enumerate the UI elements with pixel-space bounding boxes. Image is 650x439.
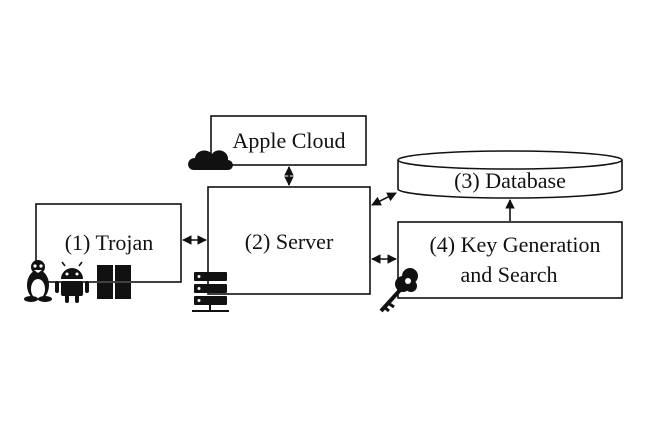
cloud-icon [188,150,233,170]
linux-tux-icon [24,260,52,302]
database-body [397,160,623,199]
apple-cloud-label: Apple Cloud [232,128,345,153]
trojan-node: (1) Trojan [24,203,182,303]
server-rack-icon [192,272,229,312]
database-label: (3) Database [454,168,566,193]
server-database-arrow [371,192,397,206]
keygen-label-line2: and Search [460,262,557,287]
trojan-label: (1) Trojan [65,230,154,255]
apple-cloud-node: Apple Cloud [188,115,367,170]
database-node: (3) Database [397,150,623,199]
key-icon [379,268,418,313]
server-node: (2) Server [192,186,371,312]
database-top [397,150,623,170]
windows-icon [97,265,131,299]
server-box [207,186,371,295]
keygen-box [397,221,623,299]
keygen-node: (4) Key Generation and Search [379,221,623,313]
apple-cloud-box [210,115,367,166]
keygen-label-line1: (4) Key Generation [429,232,600,257]
server-label: (2) Server [245,229,334,254]
android-icon [55,261,89,303]
